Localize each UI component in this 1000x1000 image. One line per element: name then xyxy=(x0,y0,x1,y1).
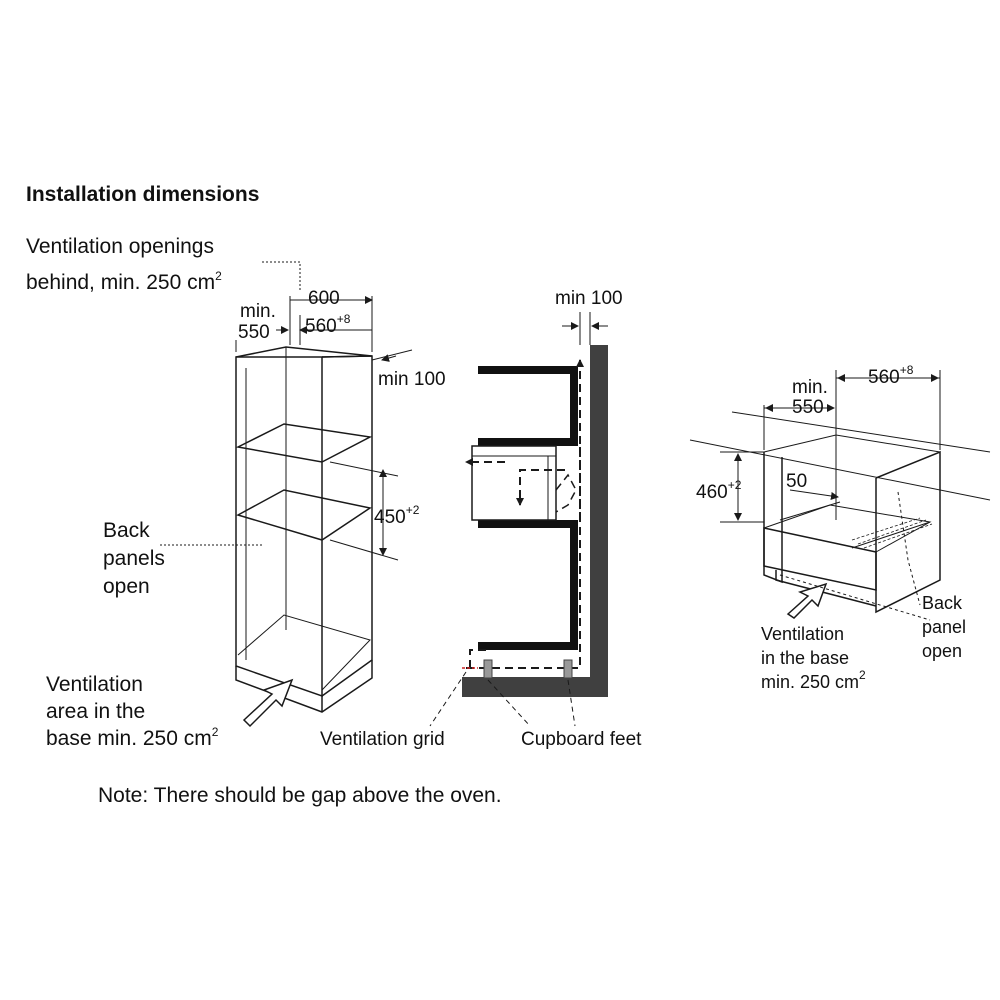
page-title: Installation dimensions xyxy=(26,183,260,206)
uc-dim-min-label: min. xyxy=(792,377,828,398)
dim-450: 450+2 xyxy=(374,503,420,528)
wall xyxy=(590,345,608,697)
tall-cabinet-drawing xyxy=(160,261,413,728)
base-vent-label-1: Ventilation xyxy=(46,673,143,696)
dim-min-100-section: min 100 xyxy=(555,288,623,309)
base-ventilation-arrow xyxy=(242,678,294,728)
undercounter-drawing xyxy=(689,370,991,621)
floor xyxy=(462,677,608,697)
cupboard-foot-left xyxy=(483,659,493,679)
section-drawing xyxy=(429,312,608,727)
uc-base-vent-1: Ventilation xyxy=(761,624,845,644)
cupboard-foot-right xyxy=(563,659,573,679)
uc-dim-50: 50 xyxy=(786,471,808,492)
cabinet-right-side xyxy=(875,450,941,614)
dim-min-100-top: min 100 xyxy=(378,369,446,390)
back-panels-label-2: panels xyxy=(103,547,165,570)
uc-back-panel-1: Back xyxy=(922,593,963,613)
shelf-lower xyxy=(236,489,372,541)
uc-dim-460: 460+2 xyxy=(696,478,742,503)
base-vent-label-3: base min. 250 cm2 xyxy=(46,725,219,750)
dim-600: 600 xyxy=(308,288,340,309)
dim-min-label: min. xyxy=(240,301,276,322)
uc-back-panel-2: panel xyxy=(922,617,967,637)
uc-dim-550: 550 xyxy=(792,397,824,418)
ventilation-grid-label: Ventilation grid xyxy=(320,729,445,750)
uc-back-panel-3: open xyxy=(922,641,963,661)
back-panels-label-3: open xyxy=(103,575,150,598)
ventilation-openings-label: Ventilation openings xyxy=(26,235,214,258)
cabinet-left-side xyxy=(763,452,783,584)
note-text: Note: There should be gap above the oven… xyxy=(98,784,502,807)
uc-dim-560: 560+8 xyxy=(868,363,914,388)
uc-base-vent-3: min. 250 cm2 xyxy=(761,668,866,692)
ventilation-openings-value: behind, min. 250 cm2 xyxy=(26,269,222,294)
dim-560: 560+8 xyxy=(305,312,351,337)
plinth xyxy=(235,660,373,713)
base-vent-label-2: area in the xyxy=(46,700,146,723)
cabinet-top xyxy=(235,346,373,358)
uc-base-vent-2: in the base xyxy=(761,648,850,668)
oven-front xyxy=(763,527,877,591)
oven-body xyxy=(471,445,557,521)
dim-550: 550 xyxy=(238,322,270,343)
shelf-upper xyxy=(235,423,373,463)
cabinet-side xyxy=(321,355,373,697)
back-panels-label-1: Back xyxy=(103,519,150,542)
cupboard-feet-label: Cupboard feet xyxy=(521,729,642,750)
undercounter-vent-arrow xyxy=(786,582,828,619)
